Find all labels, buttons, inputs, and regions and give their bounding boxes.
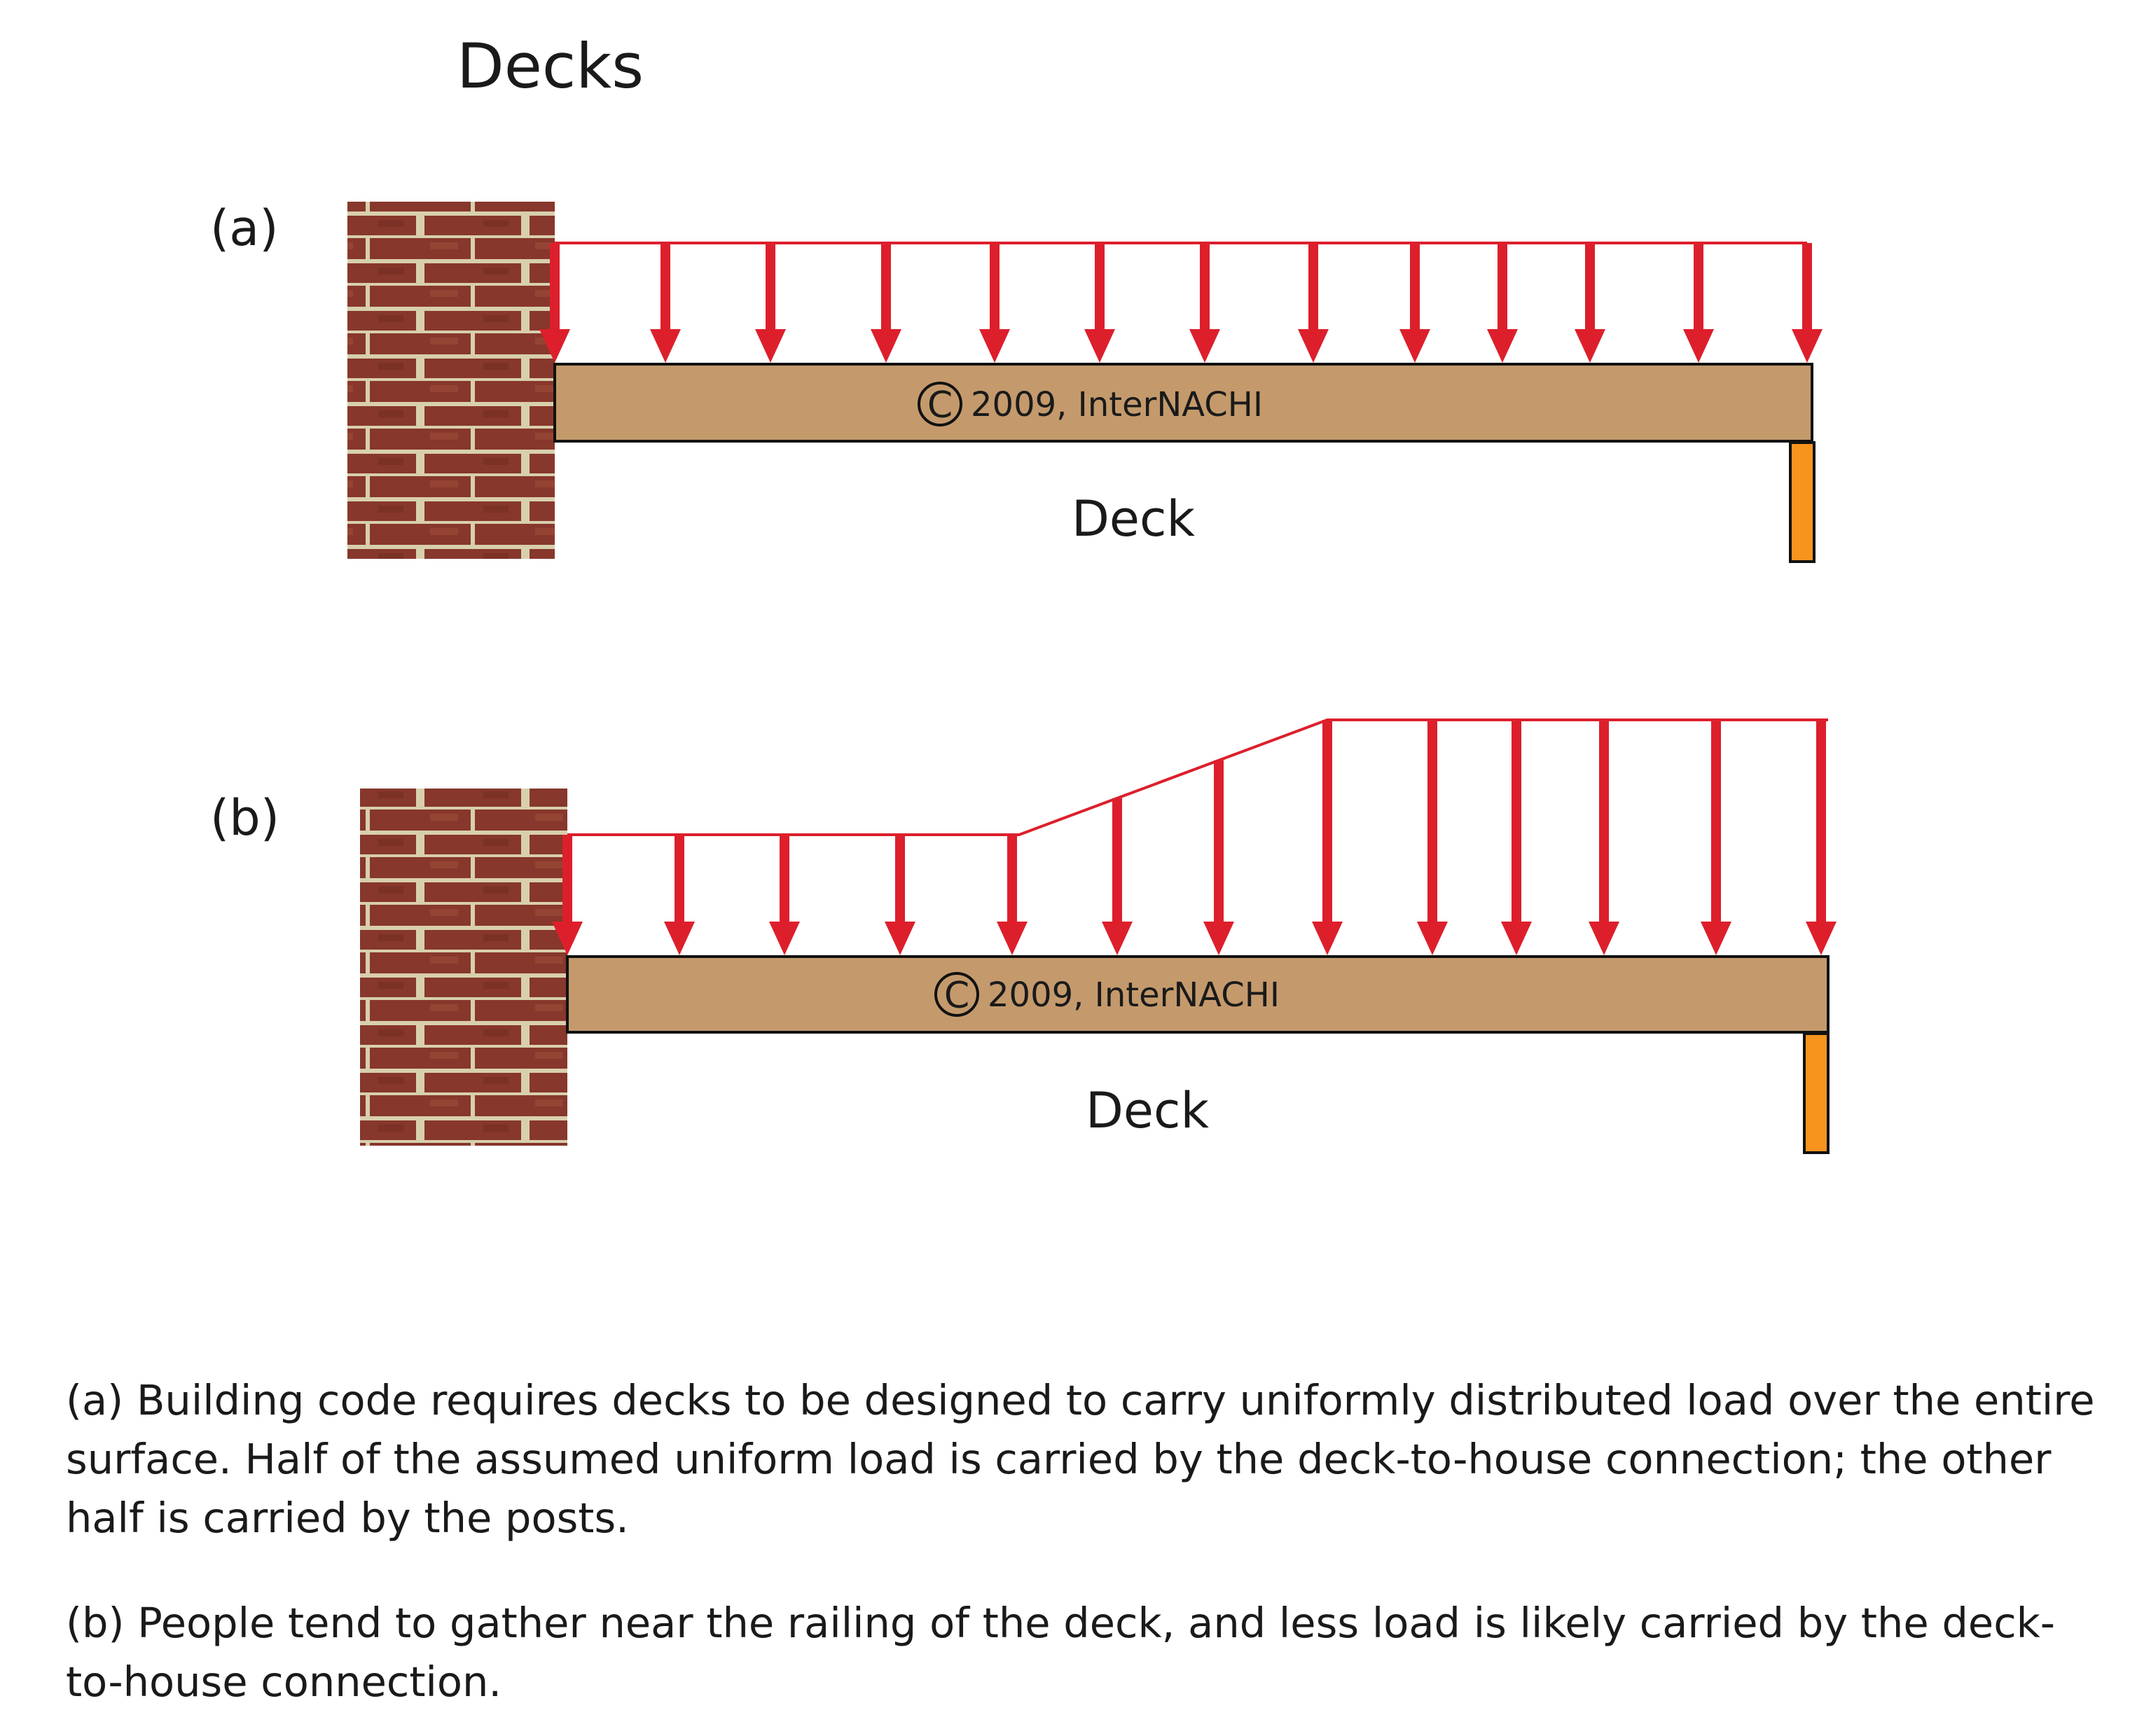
load-arrow-b-13-head <box>1806 922 1837 955</box>
load-arrow-a-6-head <box>1084 329 1115 363</box>
load-arrow-b-4-head <box>885 922 915 955</box>
deck-label-b: Deck <box>1086 1082 1209 1139</box>
deck-post-a <box>1789 441 1816 563</box>
panel-b-marker: (b) <box>210 789 279 847</box>
deck-beam-b <box>566 955 1830 1034</box>
load-arrow-a-2-head <box>650 329 681 363</box>
load-arrow-b-10-head <box>1501 922 1532 955</box>
load-arrow-a-4-head <box>871 329 901 363</box>
load-arrow-b-7-head <box>1203 922 1234 955</box>
caption-b: (b) People tend to gather near the raili… <box>66 1599 2056 1706</box>
load-arrow-a-12-head <box>1683 329 1714 363</box>
load-arrows-b <box>552 718 1837 955</box>
copyright-text-b: 2009, InterNACHI <box>988 975 1280 1015</box>
copyright-text-a: 2009, InterNACHI <box>971 385 1263 424</box>
load-arrow-a-7-head <box>1189 329 1220 363</box>
load-arrow-b-3-head <box>769 922 800 955</box>
copyright-symbol: C <box>927 384 953 426</box>
load-arrow-b-6-head <box>1102 922 1133 955</box>
load-arrow-a-11-head <box>1575 329 1605 363</box>
panel-a-marker: (a) <box>210 200 279 257</box>
load-arrows-a <box>539 242 1823 363</box>
load-arrow-a-10-head <box>1487 329 1518 363</box>
copyright-circle-icon <box>934 972 979 1017</box>
load-arrow-a-9-head <box>1399 329 1430 363</box>
caption-a: (a) Building code requires decks to be d… <box>66 1376 2095 1542</box>
copyright-symbol: C <box>944 975 969 1017</box>
load-arrow-a-13-head <box>1792 329 1823 363</box>
load-arrow-b-9-head <box>1417 922 1448 955</box>
deck-beam-a <box>553 363 1813 443</box>
house-wall-b <box>360 789 567 1146</box>
load-arrow-a-1-head <box>539 329 570 363</box>
load-arrow-b-8-head <box>1312 922 1343 955</box>
panel-a: (a) C 2009, InterNACHI Deck <box>210 200 1823 563</box>
load-envelope-line <box>567 718 1828 836</box>
load-arrow-a-3-head <box>755 329 786 363</box>
load-arrow-b-2-head <box>664 922 695 955</box>
copyright-mark-a: C 2009, InterNACHI <box>918 382 1263 426</box>
copyright-circle-icon <box>918 382 962 426</box>
panel-b: (b) C 2009, InterNACHI Deck <box>210 718 1837 1154</box>
load-arrow-b-12-head <box>1701 922 1731 955</box>
house-wall-a <box>347 202 555 559</box>
deck-label-a: Deck <box>1072 490 1195 548</box>
load-arrow-b-11-head <box>1589 922 1619 955</box>
load-arrow-b-5-head <box>997 922 1028 955</box>
copyright-mark-b: C 2009, InterNACHI <box>934 972 1280 1017</box>
load-arrow-b-1-head <box>552 922 583 955</box>
deck-post-b <box>1803 1032 1830 1154</box>
page-title: Decks <box>457 30 644 102</box>
load-arrow-a-8-head <box>1298 329 1329 363</box>
load-arrow-a-5-head <box>979 329 1010 363</box>
